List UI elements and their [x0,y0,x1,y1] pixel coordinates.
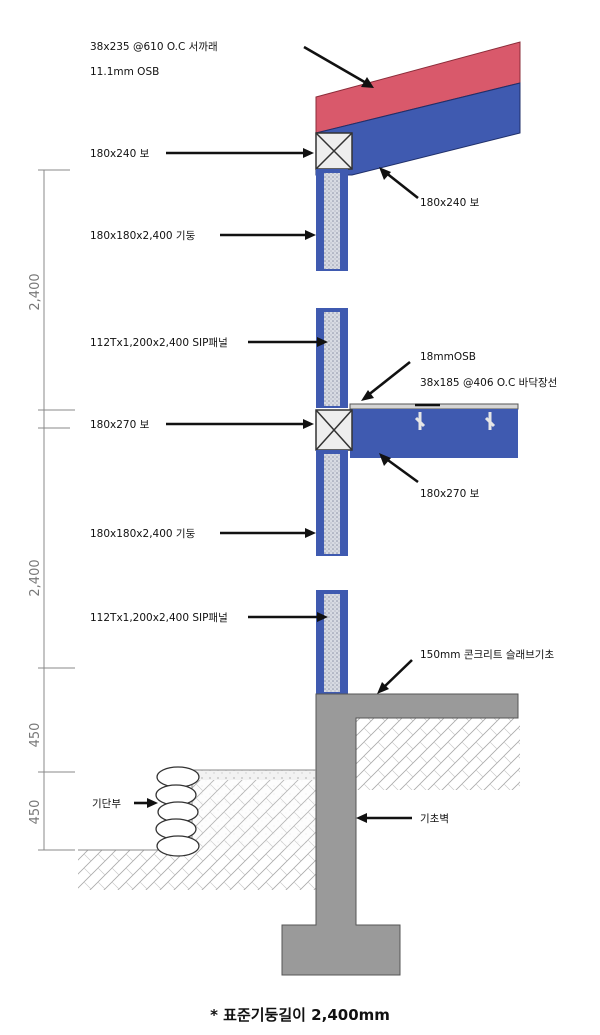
dim-lower-floor: 2,400 [28,559,43,596]
label-floor-osb: 18mmOSB [420,351,476,363]
dim-upper-floor: 2,400 [28,273,43,310]
foundation-concrete [281,693,519,976]
floor-joists [414,412,496,430]
label-column-lower: 180x180x2,400 기둥 [90,528,196,540]
footing-stones [155,766,200,857]
leader-arrows [134,45,440,823]
caption: * 표준기둥길이 2,400mm [210,1006,390,1024]
label-column-upper: 180x180x2,400 기둥 [90,230,196,242]
soil-right [355,718,520,790]
label-foundation-wall: 기초벽 [420,813,449,825]
label-sip-lower: 112Tx1,200x2,400 SIP패널 [90,612,228,624]
dim-above-grade: 450 [28,723,43,748]
label-rafter: 38x235 @610 O.C 서까래 [90,41,218,53]
label-slab: 150mm 콘크리트 슬래브기초 [420,649,554,661]
label-beam-top-left: 180x240 보 [90,148,150,160]
dim-below-grade: 450 [28,800,43,825]
label-footing-stone: 기단부 [92,798,121,810]
label-beam-mid-right: 180x270 보 [420,488,480,500]
label-joist: 38x185 @406 O.C 바닥장선 [420,377,557,389]
dimension-lines [38,169,75,851]
label-sip-upper: 112Tx1,200x2,400 SIP패널 [90,337,228,349]
label-beam-mid-left: 180x270 보 [90,419,150,431]
label-beam-top-right: 180x240 보 [420,197,480,209]
soil-mid [192,780,316,890]
floor-joist-band [350,409,518,458]
label-roof-osb: 11.1mm OSB [90,66,159,78]
